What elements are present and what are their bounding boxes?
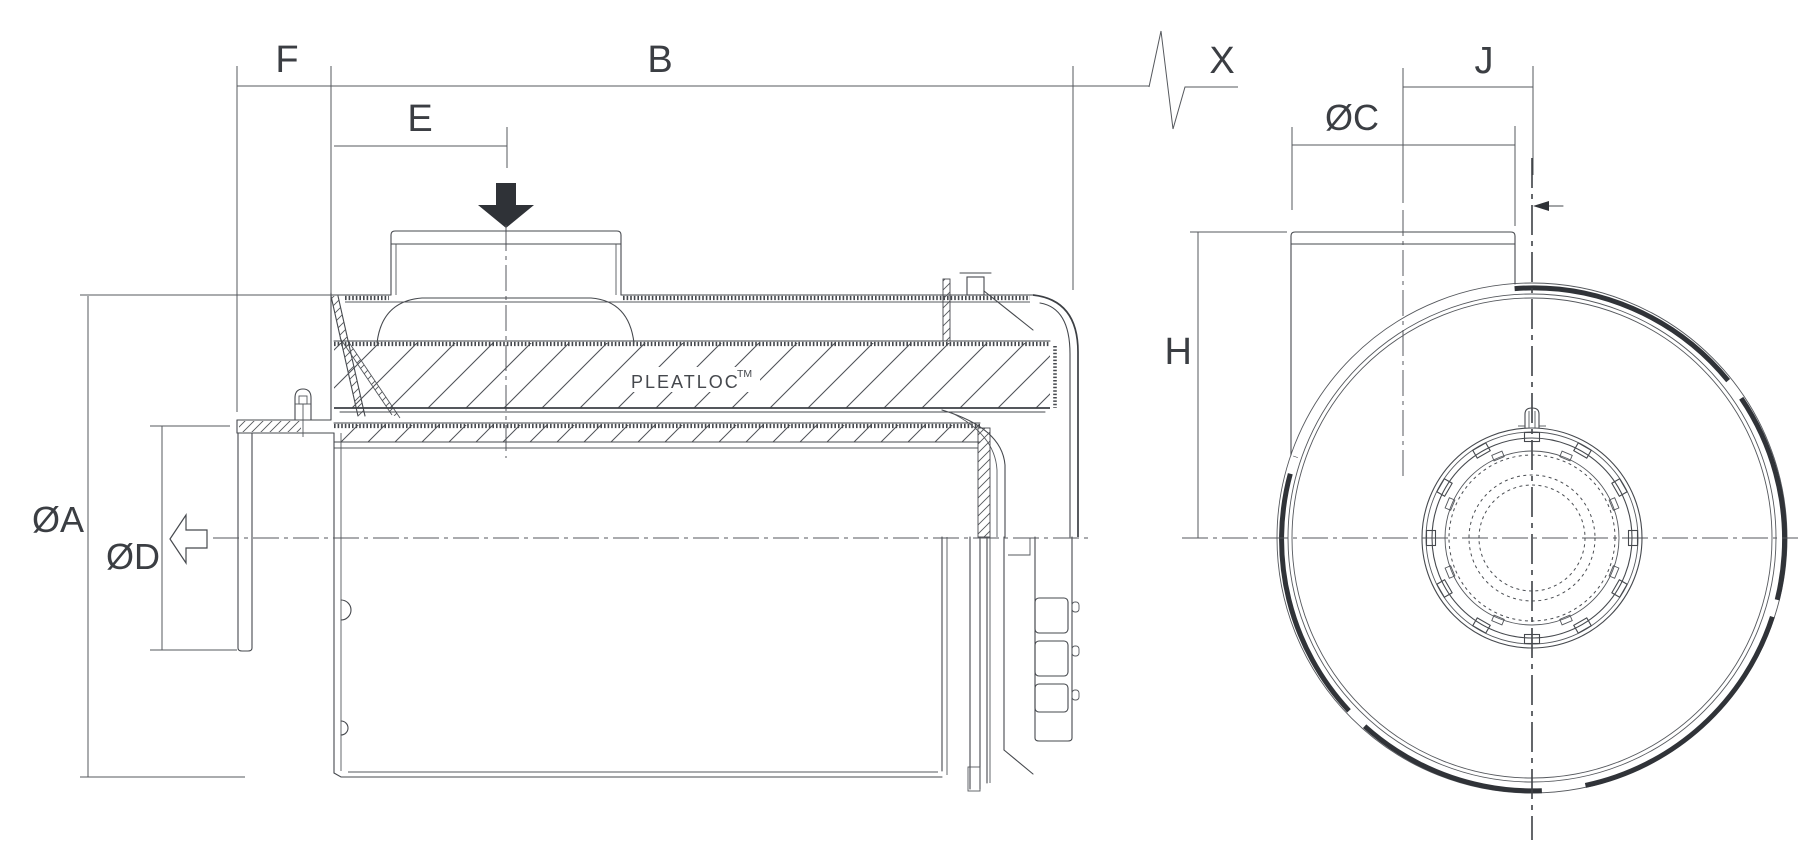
mounting-flange [236,388,335,437]
dimension-label-j: J [1475,40,1494,82]
hub-lock-tabs [1425,431,1639,645]
top-dimension-line: F B X [236,30,1238,412]
j-dimension: J [1402,40,1534,203]
end-cap-upper [941,272,1079,538]
dimension-label-x: X [1209,40,1234,82]
inlet-port [390,230,622,296]
side-view: F B X E [32,30,1238,792]
hub-scallop-bumps [1444,450,1620,626]
liner-end-column [977,427,991,538]
filter-media-band: PLEATLOC TM [333,340,1057,413]
rim-heavy-arc [1279,285,1787,794]
center-hub [1421,407,1643,649]
dia-c-dimension: ØC [1291,97,1516,226]
cap-step [1008,538,1031,556]
end-cap-ribs [1034,536,1080,742]
dimension-label-dia-d: ØD [106,536,160,577]
dimension-label-f: F [275,39,298,81]
body-top-edge [330,294,1034,303]
inner-dome [376,297,635,344]
media-brand-text: PLEATLOC [631,372,740,392]
media-text-mask [626,367,760,392]
dia-a-dimension: ØA [32,294,331,778]
end-view: J ØC [1165,40,1798,840]
dimension-label-dia-a: ØA [32,499,84,540]
dimension-label-b: B [647,39,672,81]
flow-direction-arrow-down-icon [478,183,534,228]
dimension-label-h: H [1165,331,1192,373]
outlet-tube [237,432,253,652]
seam-bump [340,720,349,736]
dimension-label-e: E [407,98,432,140]
stud-detail [294,388,312,437]
e-dimension: E [334,98,508,168]
flow-direction-arrow-left-icon [169,513,208,565]
h-dimension: H [1165,231,1287,538]
body-lower-exterior [333,432,1034,792]
hub-top-nub [1518,407,1546,429]
media-trademark-text: TM [737,368,752,380]
seam-bump [340,599,352,621]
centerline-arrow-icon [1533,201,1564,211]
break-symbol [1148,30,1238,130]
dimension-label-dia-c: ØC [1325,97,1379,138]
inner-liner-band [333,422,981,449]
dia-d-dimension: ØD [106,425,237,651]
latch-post [966,276,985,296]
